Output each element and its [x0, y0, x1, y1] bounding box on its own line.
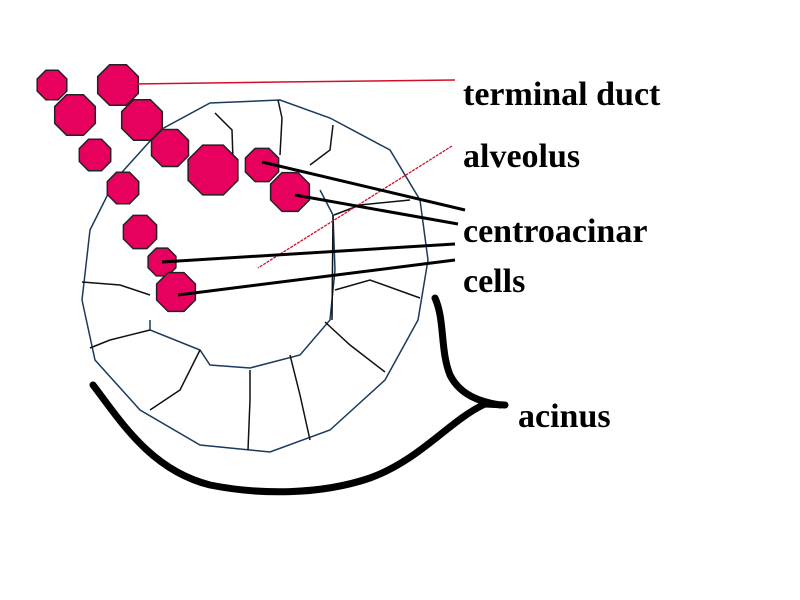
centroacinar-pointer-3 [161, 242, 456, 264]
centroacinar-pointer-1 [261, 160, 466, 212]
pink-cell [187, 144, 239, 196]
terminal-duct-pointer [132, 79, 456, 85]
centroacinar-pointer-4 [177, 258, 456, 297]
pink-cells [36, 63, 311, 313]
pink-cell [155, 271, 197, 313]
label-terminal-duct: terminal duct [463, 76, 661, 113]
pink-cell [269, 171, 311, 213]
pink-cell [96, 63, 140, 107]
label-centroacinar: centroacinar [463, 213, 648, 250]
pink-cell [36, 69, 68, 101]
acinus-outline [81, 99, 429, 453]
label-alveolus: alveolus [463, 138, 581, 175]
pink-cell [122, 214, 158, 250]
pointer-lines [132, 79, 466, 297]
pink-cell [53, 93, 97, 137]
pink-cell [150, 128, 190, 168]
label-acinus: acinus [518, 398, 611, 435]
centroacinar-pointer-2 [294, 193, 459, 226]
pink-cell [78, 138, 112, 172]
lumen-boundary [149, 189, 336, 369]
outer-boundary [81, 99, 429, 453]
label-cells: cells [463, 263, 526, 300]
cell-borders [81, 99, 421, 451]
pink-cell [244, 147, 280, 183]
pink-cell [106, 171, 140, 205]
pink-cell [120, 98, 164, 142]
acinus-brace [89, 294, 509, 496]
